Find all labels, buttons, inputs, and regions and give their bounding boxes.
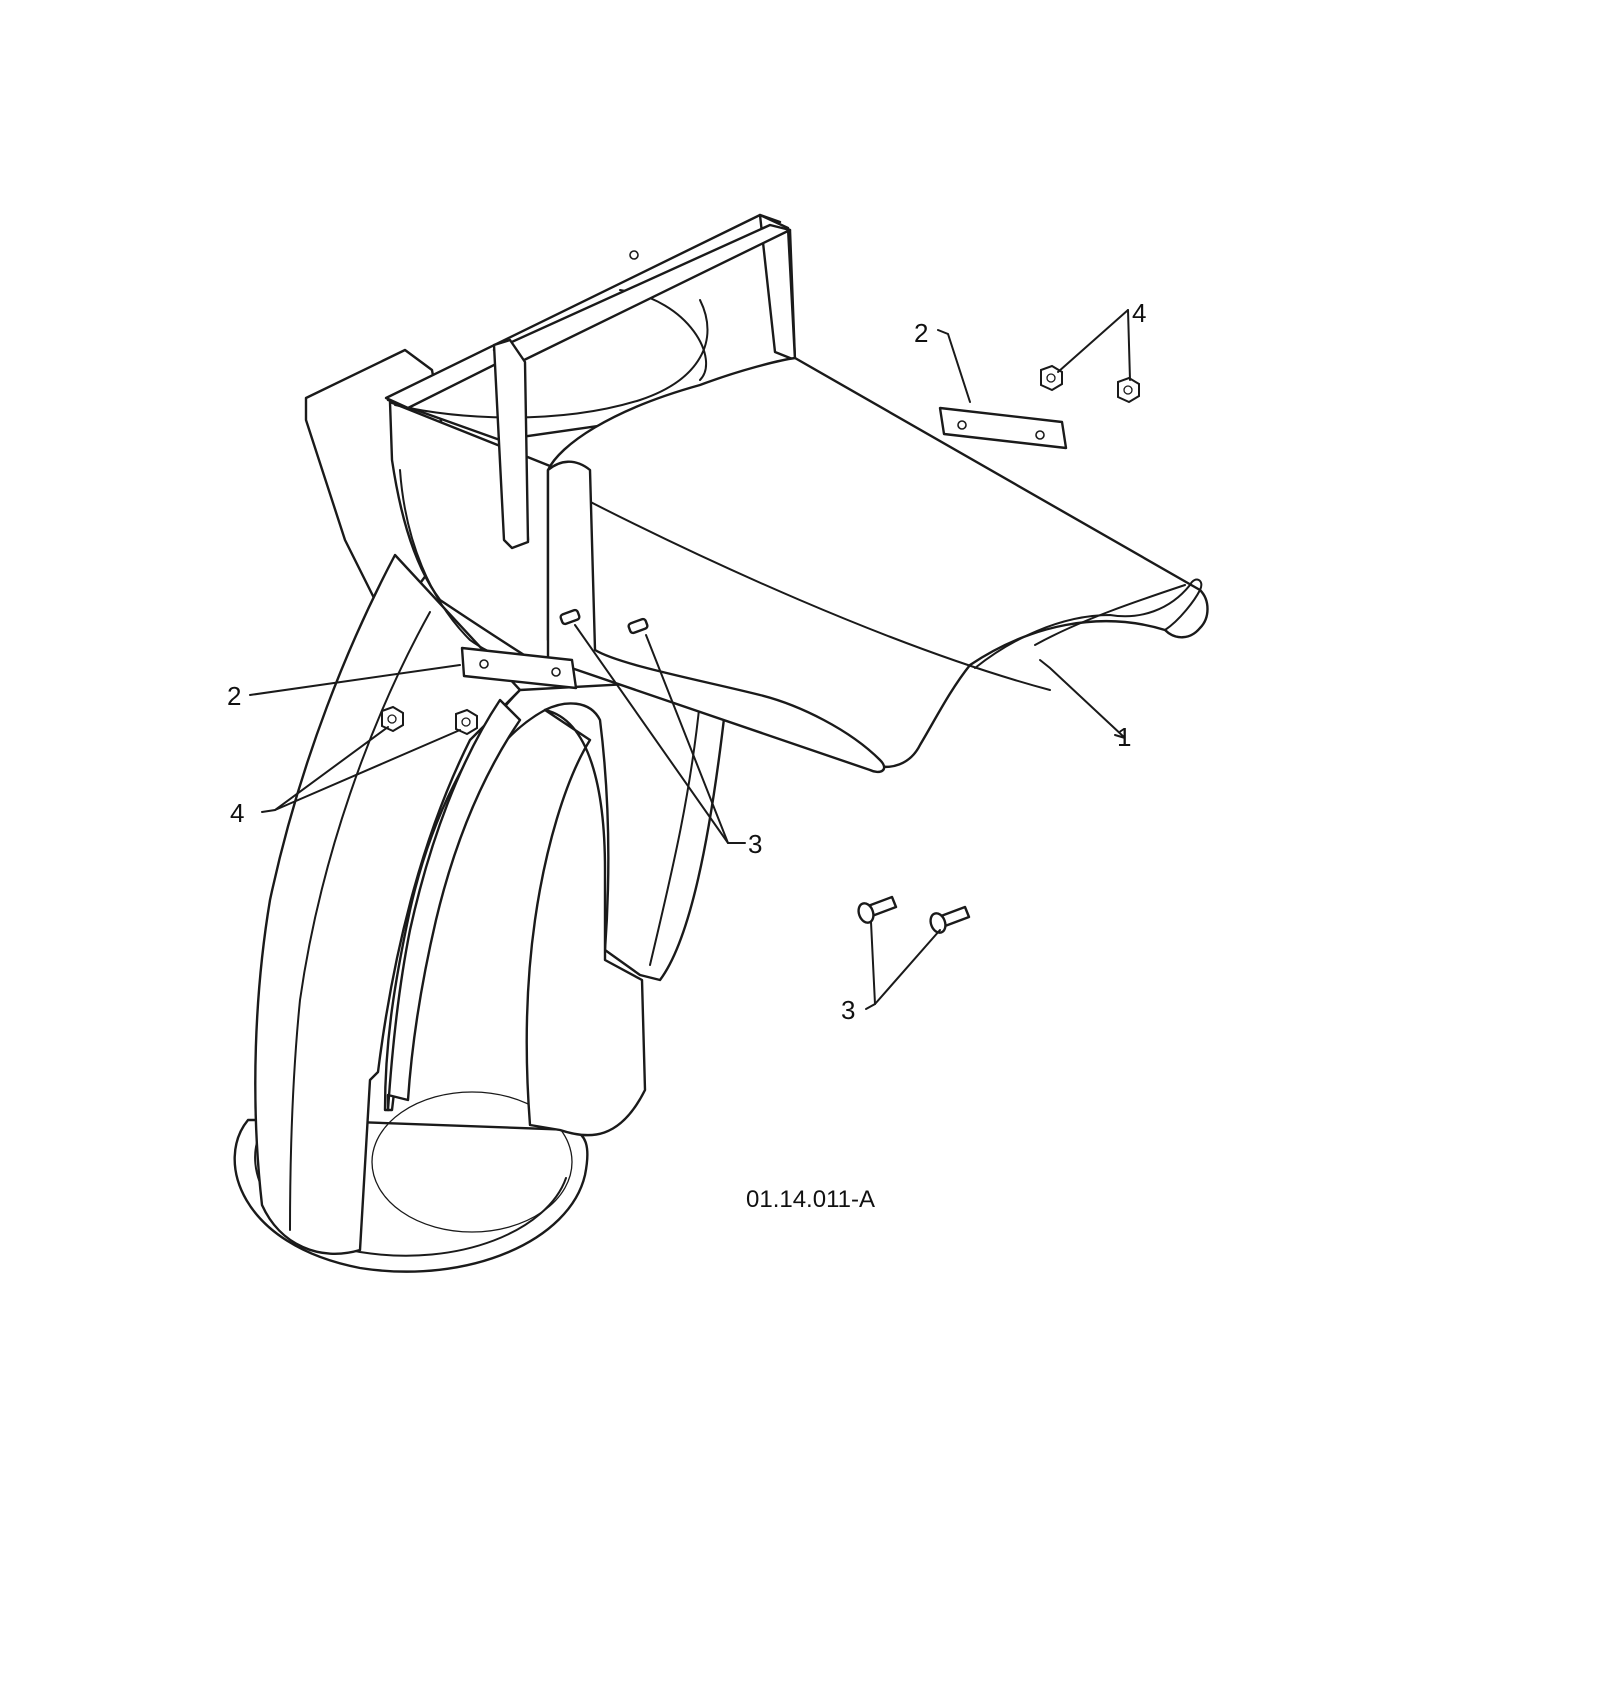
callout-labels: 1 2 2 3 3 4 4 xyxy=(227,298,1146,1025)
nut-upper-2-hex xyxy=(1117,376,1140,404)
deflector-top-crease xyxy=(547,479,1051,691)
nut-lower-1 xyxy=(381,705,404,733)
callout-item-2-lower: 2 xyxy=(227,681,241,711)
leader-item-3-lower-b xyxy=(874,929,941,1005)
deflector-mouth-inner xyxy=(1034,584,1186,646)
nut-lower-2-hex xyxy=(455,708,478,736)
leader-item-4-lower-b xyxy=(274,729,461,811)
strap-hole xyxy=(629,250,639,260)
nut-upper-1-hex xyxy=(1040,364,1063,392)
leader-item-3-mid-b xyxy=(645,634,729,844)
nut-lower-2 xyxy=(455,708,478,736)
chute-lower-funnel-crease xyxy=(289,611,431,1231)
deflector-front xyxy=(546,460,886,774)
deflector-top xyxy=(546,356,1209,768)
figure-id: 01.14.011-A xyxy=(746,1186,875,1213)
plate-lower-hole-1 xyxy=(479,659,489,669)
chute-front-lower-skirt xyxy=(525,708,647,1137)
bolt-2 xyxy=(929,905,971,934)
plate-upper-hole-1 xyxy=(957,420,967,430)
chute-deflector xyxy=(546,356,1209,774)
nut-lower-2-bore xyxy=(461,717,471,727)
callout-item-2-upper: 2 xyxy=(914,318,928,348)
plate-upper-body xyxy=(938,406,1068,450)
plate-lower-hole-2 xyxy=(551,667,561,677)
leader-item-4-upper-a xyxy=(1057,309,1129,373)
chute-base xyxy=(233,348,727,1273)
nut-lower-1-hex xyxy=(381,705,404,733)
plate-upper-hole-2 xyxy=(1035,430,1045,440)
bolt-2-head xyxy=(929,912,947,934)
chute-lower-funnel xyxy=(254,553,522,1255)
nut-lower-1-bore xyxy=(387,714,397,724)
bolt-1-head xyxy=(857,902,875,924)
chute-front-lower-seam xyxy=(649,699,701,966)
chute-base-ring-inner xyxy=(254,1129,567,1257)
leader-item-4-upper-b xyxy=(1127,309,1131,381)
leader-item-1 xyxy=(1039,659,1126,739)
nut-upper-1-bore xyxy=(1046,373,1056,383)
leader-lines xyxy=(249,309,1131,1010)
callout-item-3-lower: 3 xyxy=(841,995,855,1025)
callout-item-3-mid: 3 xyxy=(748,829,762,859)
leader-item-2-upper xyxy=(937,329,971,403)
plate-upper xyxy=(938,406,1068,450)
deflector-pin-2 xyxy=(627,617,649,635)
chute-inner-strip xyxy=(386,698,522,1112)
chute-upper-collar xyxy=(384,213,797,671)
leader-item-3-lower-a xyxy=(865,921,877,1010)
bolt-1 xyxy=(857,895,898,924)
deflector-pin-1 xyxy=(559,608,581,626)
deflector-mouth-rim xyxy=(974,578,1203,669)
leader-item-2-lower xyxy=(249,664,461,696)
callout-item-1: 1 xyxy=(1117,722,1131,752)
nut-upper-1 xyxy=(1040,364,1063,392)
mounting-strap-front xyxy=(492,338,530,550)
plate-lower xyxy=(460,646,578,690)
collar-inner-curve xyxy=(394,299,709,419)
nut-upper-2 xyxy=(1117,376,1140,404)
chute-base-opening xyxy=(371,1091,573,1233)
nut-upper-2-bore xyxy=(1123,385,1133,395)
plate-lower-body xyxy=(460,646,578,690)
callout-item-4-lower: 4 xyxy=(230,798,244,828)
callout-item-4-upper: 4 xyxy=(1132,298,1146,328)
